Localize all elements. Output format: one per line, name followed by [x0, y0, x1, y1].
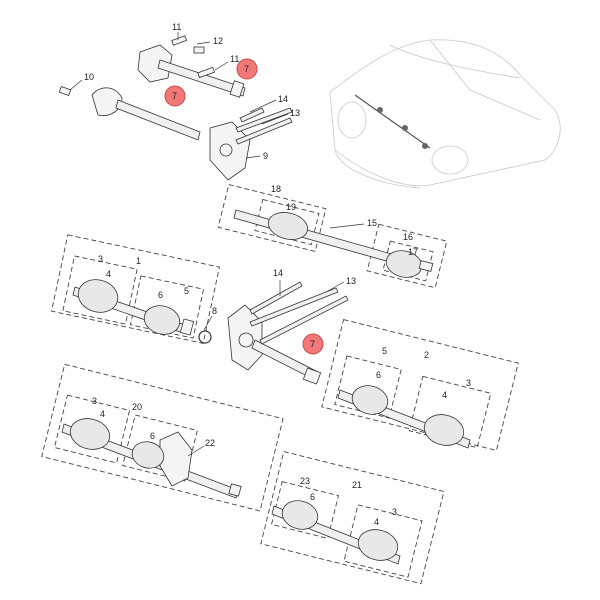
callout-7-top: 7: [236, 58, 258, 80]
label-5: 5: [382, 346, 387, 356]
leader-lines: [69, 32, 365, 457]
label-19: 19: [286, 202, 296, 212]
label-3: 3: [466, 378, 471, 388]
svg-text:7: 7: [172, 91, 177, 101]
label-6: 6: [158, 290, 163, 300]
label-3: 3: [92, 396, 97, 406]
callout-7-shaft: 7: [164, 85, 186, 107]
label-15: 15: [367, 218, 377, 228]
label-16: 16: [403, 232, 413, 242]
label-4: 4: [374, 517, 379, 527]
label-11: 11: [230, 54, 239, 64]
carrier-bearing-assembly: [227, 281, 349, 385]
drive-shaft-20: [41, 363, 284, 512]
label-2: 2: [424, 350, 429, 360]
label-10: 10: [84, 72, 94, 82]
label-5: 5: [184, 286, 189, 296]
part-numbers: 11 12 11 10 14 13 9 18 19 15 16 17 14 13…: [84, 22, 471, 527]
callout-7-middle: 7: [302, 333, 324, 355]
label-14: 14: [273, 268, 283, 278]
label-14: 14: [278, 94, 288, 104]
label-4: 4: [442, 390, 447, 400]
label-11: 11: [172, 22, 181, 32]
drive-shaft-1: [51, 234, 220, 344]
intermediate-shaft-top: [58, 35, 293, 181]
label-23: 23: [300, 476, 310, 486]
label-17: 17: [408, 247, 418, 257]
drive-shaft-2: [321, 319, 519, 451]
label-4: 4: [100, 409, 105, 419]
label-6: 6: [150, 431, 155, 441]
label-1: 1: [136, 256, 141, 266]
label-22: 22: [205, 438, 215, 448]
label-4: 4: [106, 269, 111, 279]
label-6: 6: [310, 492, 315, 502]
label-3: 3: [98, 254, 103, 264]
label-18: 18: [271, 184, 281, 194]
label-6: 6: [376, 370, 381, 380]
label-12: 12: [213, 36, 223, 46]
label-9: 9: [263, 151, 268, 161]
label-20: 20: [132, 402, 142, 412]
label-8: 8: [212, 306, 217, 316]
svg-text:7: 7: [310, 339, 315, 349]
label-13: 13: [346, 276, 356, 286]
label-3: 3: [392, 507, 397, 517]
svg-text:7: 7: [244, 64, 249, 74]
label-13: 13: [290, 108, 300, 118]
label-21: 21: [352, 480, 362, 490]
car-outline: [329, 39, 561, 189]
drive-shaft-21: [260, 451, 445, 585]
drive-shaft-15: [217, 184, 448, 289]
